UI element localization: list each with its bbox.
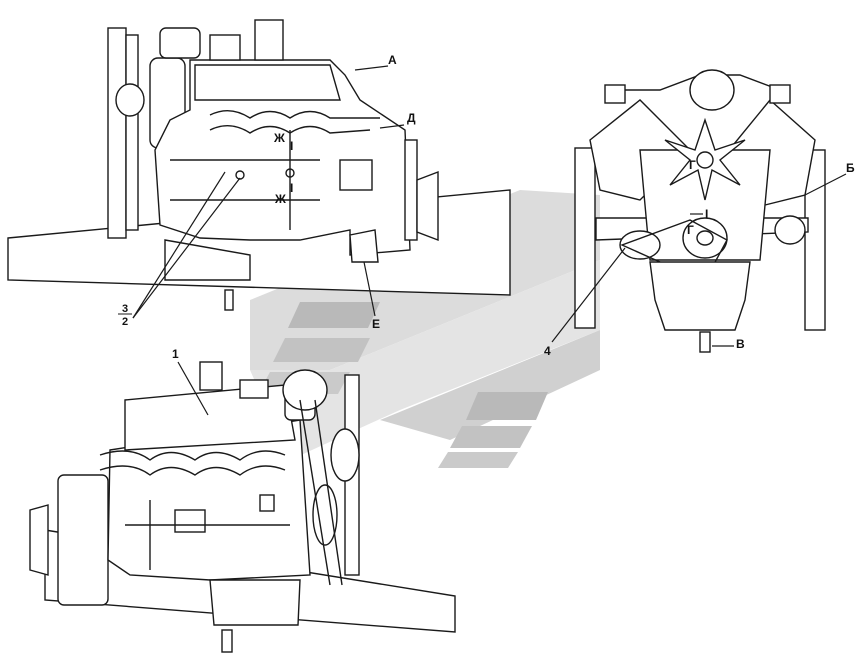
radiator-top: [107, 27, 127, 239]
engine-side-view-bottom: [29, 361, 456, 653]
leader-4: [551, 247, 626, 343]
pulley-main: [682, 217, 728, 259]
arrow-A: [354, 65, 389, 71]
engine-side-view-top: [7, 19, 511, 311]
watermark-stripe-5: [450, 426, 532, 448]
leader-3-2-b: [132, 177, 241, 319]
engine-front-view: [574, 69, 826, 353]
watermark-band-lower: [380, 330, 600, 440]
watermark-stripe-1: [288, 302, 380, 328]
labels-bottom-left: 1: [172, 347, 209, 416]
label-ZH-top: Ж: [273, 131, 285, 145]
watermark-band-middle: [250, 260, 600, 460]
pulley-right: [774, 215, 806, 245]
label-2: 2: [122, 316, 128, 328]
label-I-front: I: [705, 207, 708, 221]
labels-front: Г Г I Б В 4: [544, 158, 855, 358]
labels-top-left: А Д Ж I Ж I Е 3 2: [118, 53, 416, 331]
oil-pan-bottom: [209, 579, 301, 626]
label-D: Д: [407, 111, 416, 125]
label-G-bottom: Г: [687, 223, 694, 237]
label-1: 1: [172, 347, 179, 361]
label-ZH-bottom: Ж: [274, 192, 286, 206]
label-I-top: I: [290, 139, 293, 153]
label-G-top: Г: [689, 158, 696, 172]
frame-post-right: [804, 149, 826, 331]
watermark-stripe-4: [466, 392, 548, 420]
label-4: 4: [544, 344, 551, 358]
label-B: Б: [846, 161, 855, 175]
leader-3-2-a: [132, 171, 226, 319]
label-I-bottom: I: [290, 181, 293, 195]
pulley-left: [619, 230, 661, 260]
label-A: А: [388, 53, 397, 67]
leader-B: [804, 173, 847, 196]
oil-sump-front: [649, 261, 751, 331]
leader-1: [177, 361, 209, 416]
watermark-stripe-6: [438, 452, 518, 468]
label-E: Е: [372, 317, 380, 331]
arrow-D: [379, 124, 405, 129]
frame-post-left: [574, 147, 596, 329]
flywheel-housing: [57, 474, 109, 606]
leader-E: [363, 261, 376, 317]
label-V: В: [736, 337, 745, 351]
watermark-stripe-2: [273, 338, 370, 362]
label-3: 3: [122, 303, 128, 315]
